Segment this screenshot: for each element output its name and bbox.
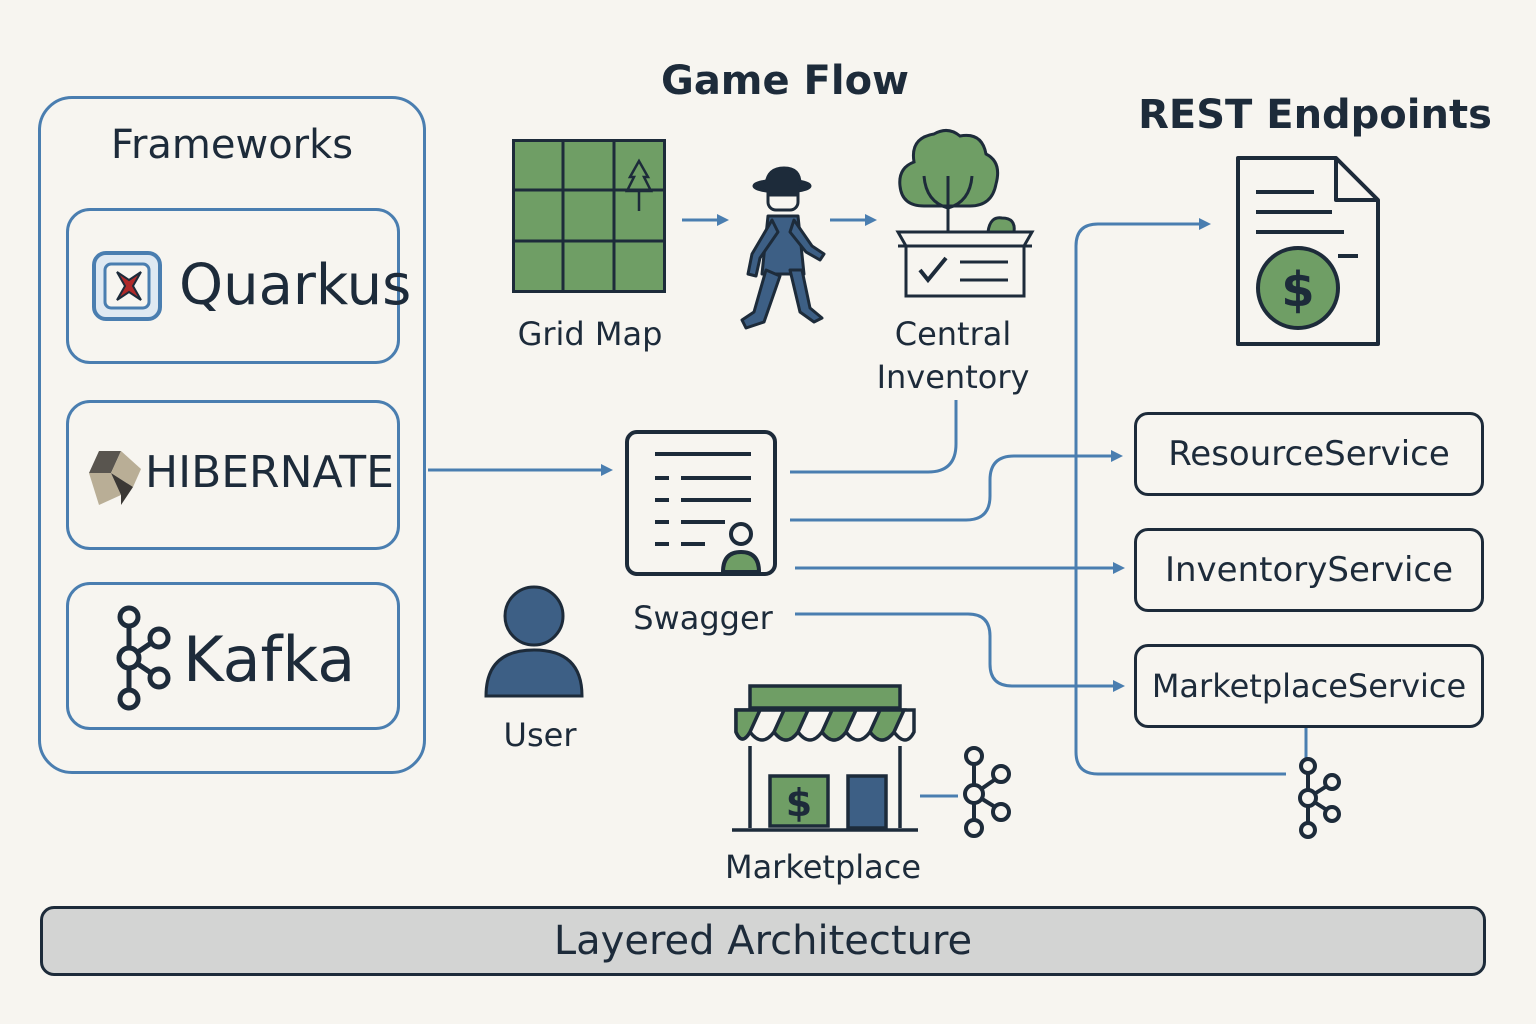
hibernate-card: HIBERNATE xyxy=(66,400,400,550)
kafka-card: Kafka xyxy=(66,582,400,730)
swagger-document-icon xyxy=(625,430,777,576)
grid-map-icon xyxy=(512,139,666,293)
layered-architecture-bar: Layered Architecture xyxy=(40,906,1486,976)
marketplace-service-box: MarketplaceService xyxy=(1134,644,1484,728)
inventory-service-label: InventoryService xyxy=(1164,550,1454,590)
resource-service-box: ResourceService xyxy=(1134,412,1484,496)
framework-name-quarkus: Quarkus xyxy=(179,253,412,318)
marketplace-kafka-icon xyxy=(963,746,1011,838)
central-inventory-label-line1: Central xyxy=(894,315,1012,353)
tree-icon xyxy=(624,158,654,211)
frameworks-panel xyxy=(38,96,426,774)
rest-kafka-icon xyxy=(1298,757,1341,839)
swagger-to-resource-line xyxy=(790,450,1123,522)
resource-service-label: ResourceService xyxy=(1168,434,1450,474)
swagger-label: Swagger xyxy=(633,599,773,637)
grid-map-label: Grid Map xyxy=(517,315,663,353)
central-inventory-icon xyxy=(895,129,1035,298)
rest-currency-symbol: $ xyxy=(1281,262,1314,318)
swagger-to-marketplace-line xyxy=(795,612,1125,692)
inventory-to-swagger-line xyxy=(790,400,958,474)
central-inventory-label-line2: Inventory xyxy=(876,358,1030,397)
marketplace-store-icon: $ xyxy=(732,684,918,832)
hibernate-logo-icon xyxy=(89,451,141,505)
quarkus-logo-icon xyxy=(92,251,162,321)
marketplace-service-label: MarketplaceService xyxy=(1151,667,1467,705)
framework-name-hibernate: HIBERNATE xyxy=(145,447,394,498)
kafka-logo-icon xyxy=(116,605,171,711)
user-label: User xyxy=(503,716,577,754)
rest-document-icon: $ xyxy=(1236,156,1380,346)
user-icon xyxy=(484,585,584,698)
framework-name-kafka: Kafka xyxy=(183,623,356,696)
quarkus-card: Quarkus xyxy=(66,208,411,364)
player-walking-icon xyxy=(740,166,826,330)
central-inventory-label: Central Inventory xyxy=(860,313,1046,399)
frameworks-title: Frameworks xyxy=(110,122,354,168)
rest-trunk-line xyxy=(1074,218,1286,776)
game-flow-title: Game Flow xyxy=(660,58,910,104)
rest-endpoints-title: REST Endpoints xyxy=(1138,92,1492,138)
layered-architecture-label: Layered Architecture xyxy=(553,918,973,964)
marketplace-label: Marketplace xyxy=(724,848,922,886)
marketplace-currency-symbol: $ xyxy=(786,781,812,825)
inventory-service-box: InventoryService xyxy=(1134,528,1484,612)
